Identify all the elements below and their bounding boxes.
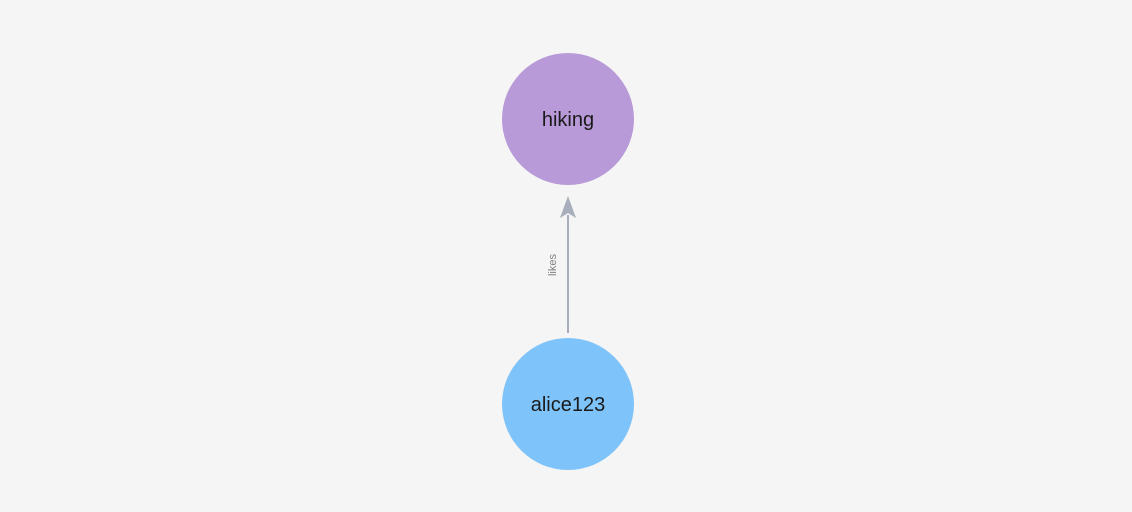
node-circle-hiking[interactable] bbox=[502, 53, 634, 185]
graph-node-hiking[interactable]: hiking bbox=[502, 53, 634, 185]
node-label-hiking: hiking bbox=[542, 109, 594, 131]
graph-edge-likes[interactable]: likes bbox=[547, 196, 576, 333]
graph-node-alice123[interactable]: alice123 bbox=[502, 338, 634, 470]
edge-label-likes: likes bbox=[547, 254, 559, 277]
edge-arrowhead-icon bbox=[560, 196, 576, 218]
node-label-alice123: alice123 bbox=[531, 394, 606, 416]
node-circle-alice123[interactable] bbox=[502, 338, 634, 470]
